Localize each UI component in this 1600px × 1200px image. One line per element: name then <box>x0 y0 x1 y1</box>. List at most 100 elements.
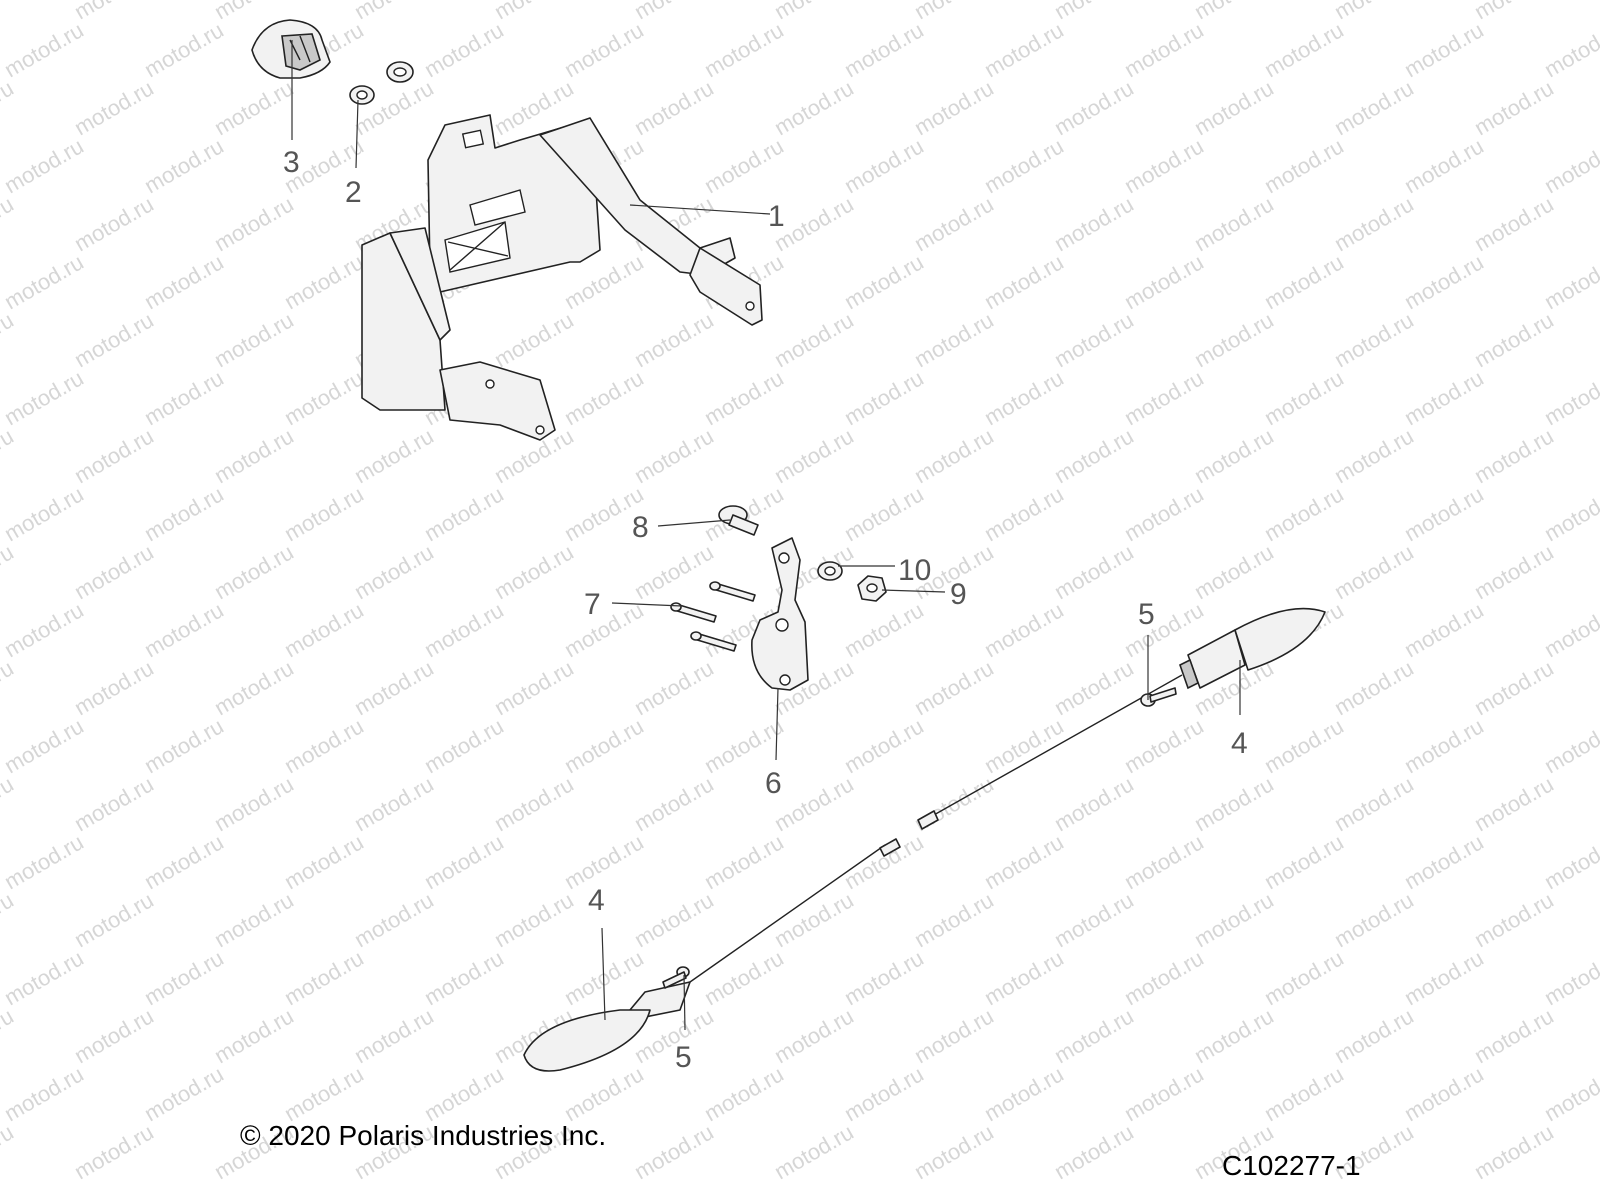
part-7-screws <box>670 581 756 652</box>
watermark-text: motod.ru <box>210 307 298 372</box>
watermark-text: motod.ru <box>490 771 578 836</box>
watermark-text: motod.ru <box>210 423 298 488</box>
watermark-text: motod.ru <box>1330 307 1418 372</box>
watermark-text: motod.ru <box>0 365 88 430</box>
watermark-text: motod.ru <box>70 423 158 488</box>
callout-10: 10 <box>898 554 931 587</box>
watermark-text: motod.ru <box>1050 191 1138 256</box>
watermark-text: motod.ru <box>420 481 508 546</box>
watermark-text: motod.ru <box>770 307 858 372</box>
part-2-washers <box>349 61 414 105</box>
watermark-text: motod.ru <box>630 1119 718 1184</box>
watermark-text: motod.ru <box>420 829 508 894</box>
watermark-text: motod.ru <box>1050 423 1138 488</box>
watermark-text: motod.ru <box>1540 713 1600 778</box>
watermark-text: motod.ru <box>1190 887 1278 952</box>
watermark-text: motod.ru <box>630 655 718 720</box>
watermark-text: motod.ru <box>980 481 1068 546</box>
watermark-text: motod.ru <box>1190 423 1278 488</box>
watermark-text: motod.ru <box>910 655 998 720</box>
watermark-text: motod.ru <box>1540 481 1600 546</box>
watermark-text: motod.ru <box>350 0 438 24</box>
watermark-text: motod.ru <box>1190 0 1278 24</box>
watermark-text: motod.ru <box>980 1061 1068 1126</box>
watermark-text: motod.ru <box>70 307 158 372</box>
callout-4-left: 4 <box>588 884 605 917</box>
watermark-text: motod.ru <box>1260 713 1348 778</box>
watermark-text: motod.ru <box>490 539 578 604</box>
watermark-text: motod.ru <box>1470 191 1558 256</box>
watermark-text: motod.ru <box>630 539 718 604</box>
part-8-bolt <box>718 505 759 536</box>
watermark-text: motod.ru <box>840 249 928 314</box>
watermark-text: motod.ru <box>1470 771 1558 836</box>
watermark-text: motod.ru <box>980 945 1068 1010</box>
watermark-text: motod.ru <box>700 17 788 82</box>
watermark-text: motod.ru <box>1540 597 1600 662</box>
watermark-text: motod.ru <box>1120 481 1208 546</box>
watermark-text: motod.ru <box>1400 133 1488 198</box>
watermark-text: motod.ru <box>980 133 1068 198</box>
watermark-text: motod.ru <box>1050 0 1138 24</box>
watermark-text: motod.ru <box>420 713 508 778</box>
watermark-text: motod.ru <box>1190 1003 1278 1068</box>
watermark-text: motod.ru <box>770 75 858 140</box>
watermark-text: motod.ru <box>1470 655 1558 720</box>
watermark-text: motod.ru <box>770 887 858 952</box>
watermark-text: motod.ru <box>910 191 998 256</box>
watermark-text: motod.ru <box>910 887 998 952</box>
watermark-text: motod.ru <box>1330 771 1418 836</box>
watermark-text: motod.ru <box>840 1061 928 1126</box>
watermark-text: motod.ru <box>1330 0 1418 24</box>
watermark-text: motod.ru <box>630 423 718 488</box>
part-4-turn-signal-right <box>917 607 1326 830</box>
drawing-code: C102277-1 <box>1222 1150 1361 1181</box>
watermark-text: motod.ru <box>700 1061 788 1126</box>
watermark-text: motod.ru <box>70 771 158 836</box>
watermark-text: motod.ru <box>700 829 788 894</box>
watermark-text: motod.ru <box>1260 481 1348 546</box>
watermark-text: motod.ru <box>840 17 928 82</box>
watermark-text: motod.ru <box>490 0 578 24</box>
watermark-text: motod.ru <box>210 539 298 604</box>
watermark-text: motod.ru <box>770 1003 858 1068</box>
watermark-text: motod.ru <box>980 713 1068 778</box>
watermark-text: motod.ru <box>1260 365 1348 430</box>
watermark-text: motod.ru <box>0 713 88 778</box>
part-9-nut <box>857 575 887 602</box>
watermark-text: motod.ru <box>1330 887 1418 952</box>
watermark-text: motod.ru <box>630 307 718 372</box>
watermark-text: motod.ru <box>280 365 368 430</box>
part-10-washer <box>817 561 843 581</box>
watermark-text: motod.ru <box>350 423 438 488</box>
watermark-text: motod.ru <box>1120 133 1208 198</box>
watermark-text: motod.ru <box>980 17 1068 82</box>
watermark-text: motod.ru <box>1330 539 1418 604</box>
watermark-text: motod.ru <box>1540 829 1600 894</box>
watermark-text: motod.ru <box>140 481 228 546</box>
watermark-text: motod.ru <box>0 539 18 604</box>
watermark-text: motod.ru <box>1470 75 1558 140</box>
watermark-text: motod.ru <box>770 1119 858 1184</box>
watermark-text: motod.ru <box>910 423 998 488</box>
watermark-text: motod.ru <box>980 829 1068 894</box>
watermark-text: motod.ru <box>910 307 998 372</box>
watermark-text: motod.ru <box>490 307 578 372</box>
watermark-text: motod.ru <box>840 945 928 1010</box>
watermark-text: motod.ru <box>350 75 438 140</box>
watermark-text: motod.ru <box>1120 713 1208 778</box>
watermark-text: motod.ru <box>1260 945 1348 1010</box>
watermark-text: motod.ru <box>1470 0 1558 24</box>
watermark-text: motod.ru <box>1400 829 1488 894</box>
watermark-text: motod.ru <box>630 75 718 140</box>
watermark-text: motod.ru <box>1120 365 1208 430</box>
watermark-text: motod.ru <box>420 597 508 662</box>
watermark-text: motod.ru <box>1400 365 1488 430</box>
watermark-text: motod.ru <box>0 655 18 720</box>
watermark-text: motod.ru <box>910 1003 998 1068</box>
watermark-text: motod.ru <box>140 597 228 662</box>
watermark-text: motod.ru <box>630 0 718 24</box>
watermark-text: motod.ru <box>490 887 578 952</box>
watermark-text: motod.ru <box>1400 713 1488 778</box>
